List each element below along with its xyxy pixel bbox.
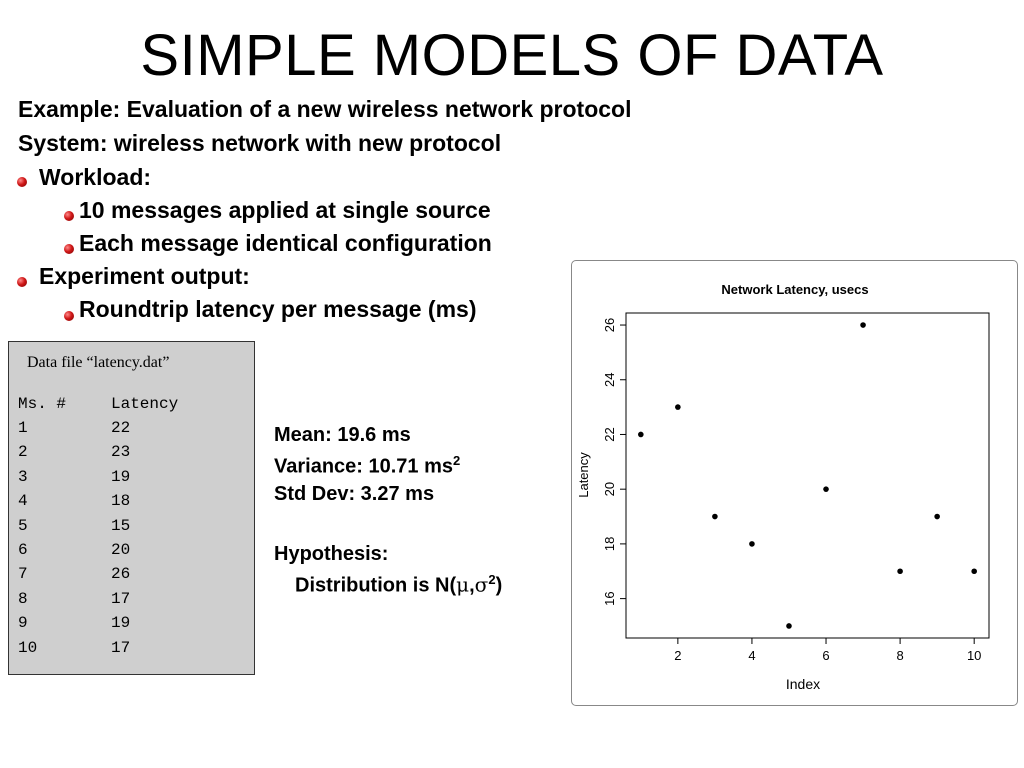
data-row-latency: 23 xyxy=(111,443,131,462)
dist-comma: , xyxy=(469,574,475,597)
y-axis-label: Latency xyxy=(576,452,591,498)
sub-bullet-icon xyxy=(64,211,74,221)
variance-text: Variance: 10.71 ms2 xyxy=(274,453,460,479)
data-point xyxy=(897,568,903,575)
data-row-ms: 2 xyxy=(18,443,28,462)
distribution-text: Distribution is N(μ,σ2) xyxy=(295,572,502,598)
x-tick-label: 2 xyxy=(674,648,681,663)
y-tick-label: 16 xyxy=(602,591,617,605)
output-line: Experiment output: xyxy=(39,263,250,289)
variance-value: Variance: 10.71 ms xyxy=(274,455,454,478)
sub-bullet-icon xyxy=(64,244,74,254)
y-tick-label: 18 xyxy=(602,537,617,551)
data-row-ms: 8 xyxy=(18,589,28,608)
variance-exponent: 2 xyxy=(453,453,461,468)
data-row-latency: 22 xyxy=(111,419,131,437)
data-row-latency: 15 xyxy=(111,516,131,535)
data-row-ms: 9 xyxy=(18,614,28,633)
slide-title: SIMPLE MODELS OF DATA xyxy=(140,23,884,88)
data-row-latency: 19 xyxy=(111,467,131,486)
data-point xyxy=(712,513,718,520)
std-dev-text: Std Dev: 3.27 ms xyxy=(274,483,435,505)
data-row-latency: 20 xyxy=(111,541,131,559)
data-row-ms: 10 xyxy=(18,638,38,657)
data-point xyxy=(934,513,940,520)
data-row-latency: 17 xyxy=(111,638,131,657)
dist-suffix: ) xyxy=(495,574,503,597)
example-line: Example: Evaluation of a new wireless ne… xyxy=(18,96,632,122)
data-row-latency: 17 xyxy=(111,589,131,608)
data-file-box: Data file “latency.dat” Ms. # Latency 1 2… xyxy=(8,341,255,675)
data-row-latency: 18 xyxy=(111,492,131,511)
data-point xyxy=(638,431,644,438)
data-row-ms: 6 xyxy=(18,541,28,559)
data-row-ms: 4 xyxy=(18,492,28,511)
bullet-icon xyxy=(17,277,27,287)
x-tick-label: 6 xyxy=(822,648,829,663)
plot-area-border xyxy=(625,312,990,639)
data-row-latency: 19 xyxy=(111,614,131,633)
mu-symbol: μ xyxy=(456,572,470,597)
sigma-symbol: σ xyxy=(474,572,489,597)
hypothesis-label: Hypothesis: xyxy=(274,543,389,565)
data-row-ms: 7 xyxy=(18,565,28,584)
y-tick-label: 26 xyxy=(602,318,617,332)
data-point xyxy=(675,404,681,410)
x-tick-label: 4 xyxy=(748,648,755,663)
mean-text: Mean: 19.6 ms xyxy=(274,424,411,446)
output-item-1: Roundtrip latency per message (ms) xyxy=(79,296,477,322)
data-row-latency: 26 xyxy=(111,565,131,584)
workload-line: Workload: xyxy=(39,164,152,190)
y-tick-label: 22 xyxy=(602,427,617,441)
x-tick-label: 8 xyxy=(896,648,903,663)
data-row-ms: 3 xyxy=(18,467,28,486)
data-header-latency: Latency xyxy=(111,395,179,413)
data-point xyxy=(749,541,755,547)
data-row-ms: 5 xyxy=(18,516,28,535)
data-row-ms: 1 xyxy=(18,419,28,437)
y-tick-label: 20 xyxy=(602,482,617,496)
sub-bullet-icon xyxy=(64,311,74,321)
data-file-caption: Data file “latency.dat” xyxy=(27,354,170,371)
data-header-ms: Ms. # xyxy=(18,395,67,413)
workload-item-2: Each message identical configuration xyxy=(79,230,492,256)
data-point xyxy=(823,486,829,492)
data-point xyxy=(971,568,977,575)
workload-item-1: 10 messages applied at single source xyxy=(79,197,491,223)
data-point xyxy=(860,322,866,328)
x-tick-label: 10 xyxy=(967,648,981,663)
dist-prefix: Distribution is N( xyxy=(295,574,457,597)
y-tick-label: 24 xyxy=(602,373,617,387)
x-axis-label: Index xyxy=(786,676,820,692)
bullet-icon xyxy=(17,177,27,187)
sigma-exponent: 2 xyxy=(488,572,496,587)
data-point xyxy=(786,623,792,629)
chart-title: Network Latency, usecs xyxy=(721,282,868,297)
system-line: System: wireless network with new protoc… xyxy=(18,130,502,156)
